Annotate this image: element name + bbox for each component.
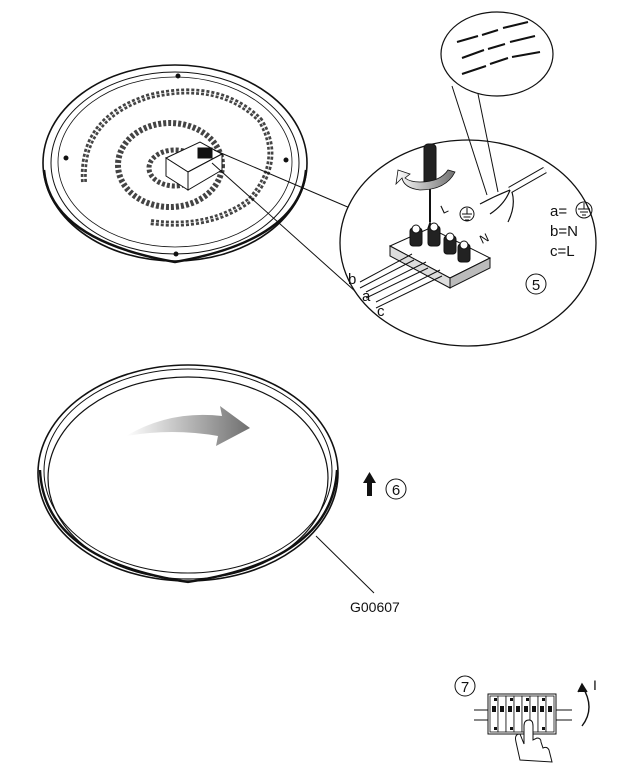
- legend-earth-icon: [575, 201, 593, 219]
- wire-label-b: b: [348, 271, 356, 288]
- earth-ground-icon: [459, 206, 475, 222]
- step-7-number: 7: [461, 679, 469, 696]
- terminal-block: [388, 222, 492, 289]
- wire-legend: a= b=N c=L: [550, 201, 593, 260]
- diffuser-cover: [37, 364, 339, 584]
- part-code-leader: [315, 535, 375, 594]
- switch-on-arrow-icon: [577, 682, 590, 727]
- rotate-arrow-icon: [395, 169, 456, 191]
- legend-c: c=L: [550, 243, 575, 260]
- part-code: G00607: [350, 599, 400, 615]
- lamp-wires: [359, 253, 443, 309]
- circuit-breaker-icon: [474, 693, 572, 735]
- legend-a: a=: [550, 203, 567, 220]
- driver-box: [164, 141, 224, 191]
- step-5-number: 5: [532, 277, 540, 294]
- step-6-badge: 6: [385, 478, 407, 500]
- hand-icon: [515, 719, 553, 763]
- wire-label-a: a: [362, 288, 371, 305]
- mains-cable: [479, 166, 547, 223]
- step-7-badge: 7: [454, 675, 476, 697]
- up-arrow-icon: [363, 472, 376, 496]
- step-6-number: 6: [392, 482, 400, 499]
- wire-label-c: c: [377, 303, 385, 320]
- step-5-badge: 5: [525, 273, 547, 295]
- legend-b: b=N: [550, 223, 578, 240]
- switch-state: I: [593, 677, 597, 693]
- rotate-cover-arrow-icon: [126, 406, 250, 446]
- led-ceiling-plate: [42, 64, 308, 264]
- stripped-wire-detail: [440, 11, 554, 196]
